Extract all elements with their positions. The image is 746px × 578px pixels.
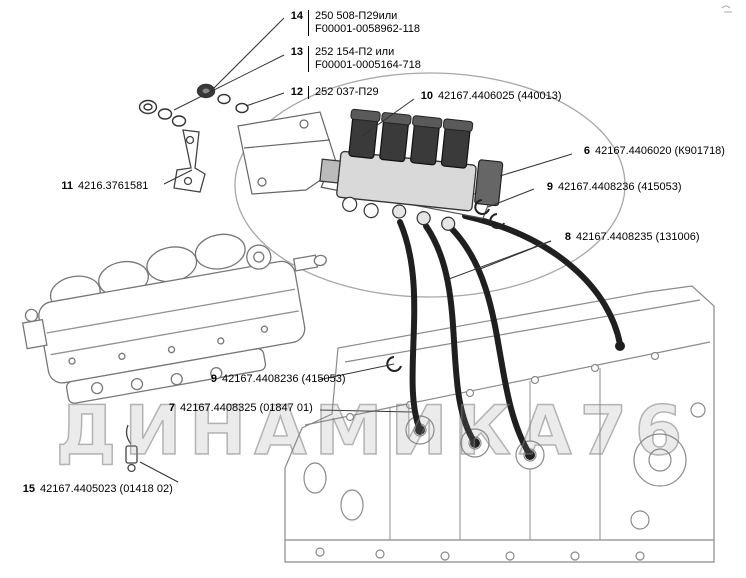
wire-boots <box>415 341 625 460</box>
callout-8: 8 42167.4408235 (131006) <box>556 231 700 244</box>
corner-mark <box>721 5 732 13</box>
part-number: 42167.4406020 (К901718) <box>595 145 725 157</box>
callout-15: 15 42167.4405023 (01418 02) <box>20 483 173 496</box>
part-number: 42167.4408236 (415053) <box>222 373 346 385</box>
callout-number: 6 <box>583 145 590 157</box>
fasteners <box>138 83 249 127</box>
engine-block <box>284 285 715 563</box>
swoosh-curve <box>234 72 626 298</box>
callout-10: 10 42167.4406025 (440013) <box>418 90 562 103</box>
sensor-part <box>125 424 138 473</box>
callout-9-bottom: 9 42167.4408236 (415053) <box>202 373 346 386</box>
part-number: 42167.4408235 (131006) <box>576 231 700 243</box>
part-number: 42167.4406025 (440013) <box>438 90 562 102</box>
wire-clips <box>386 199 505 372</box>
callout-7: 7 42167.4408325 (01847 01) <box>160 402 313 415</box>
part-number: 42167.4408236 (415053) <box>558 181 682 193</box>
callout-12: 12 252 037-П29 <box>288 86 379 99</box>
callout-number: 13 <box>290 46 303 58</box>
part-number: 4216.3761581 <box>78 180 149 192</box>
ignition-module <box>319 108 504 231</box>
callout-number: 10 <box>420 90 433 102</box>
leader-lines <box>139 17 573 483</box>
callout-11: 11 4216.3761581 <box>58 180 148 193</box>
callout-6: 6 42167.4406020 (К901718) <box>575 145 725 158</box>
part-number: 252 154-П2 или <box>315 46 395 58</box>
spark-plug-wires <box>397 213 623 458</box>
part-number: 42167.4405023 (01418 02) <box>40 483 173 495</box>
part-number: 42167.4408325 (01847 01) <box>180 402 313 414</box>
callout-number: 12 <box>290 86 303 98</box>
part-number-alt: F00001-0058962-118 <box>315 23 420 35</box>
callout-number: 9 <box>210 373 217 385</box>
callout-number: 15 <box>22 483 35 495</box>
valve-cover-assembly <box>21 233 327 404</box>
callout-number: 9 <box>546 181 553 193</box>
part-number-alt: F00001-0005164-718 <box>315 59 421 71</box>
part-number: 252 037-П29 <box>315 86 379 98</box>
callout-number: 14 <box>290 10 303 22</box>
callout-9-top: 9 42167.4408236 (415053) <box>538 181 682 194</box>
callout-number: 11 <box>61 180 73 192</box>
part-number: 250 508-П29или <box>315 10 398 22</box>
callout-number: 8 <box>564 231 571 243</box>
bracket-part <box>173 129 206 193</box>
callout-number: 7 <box>168 402 175 414</box>
